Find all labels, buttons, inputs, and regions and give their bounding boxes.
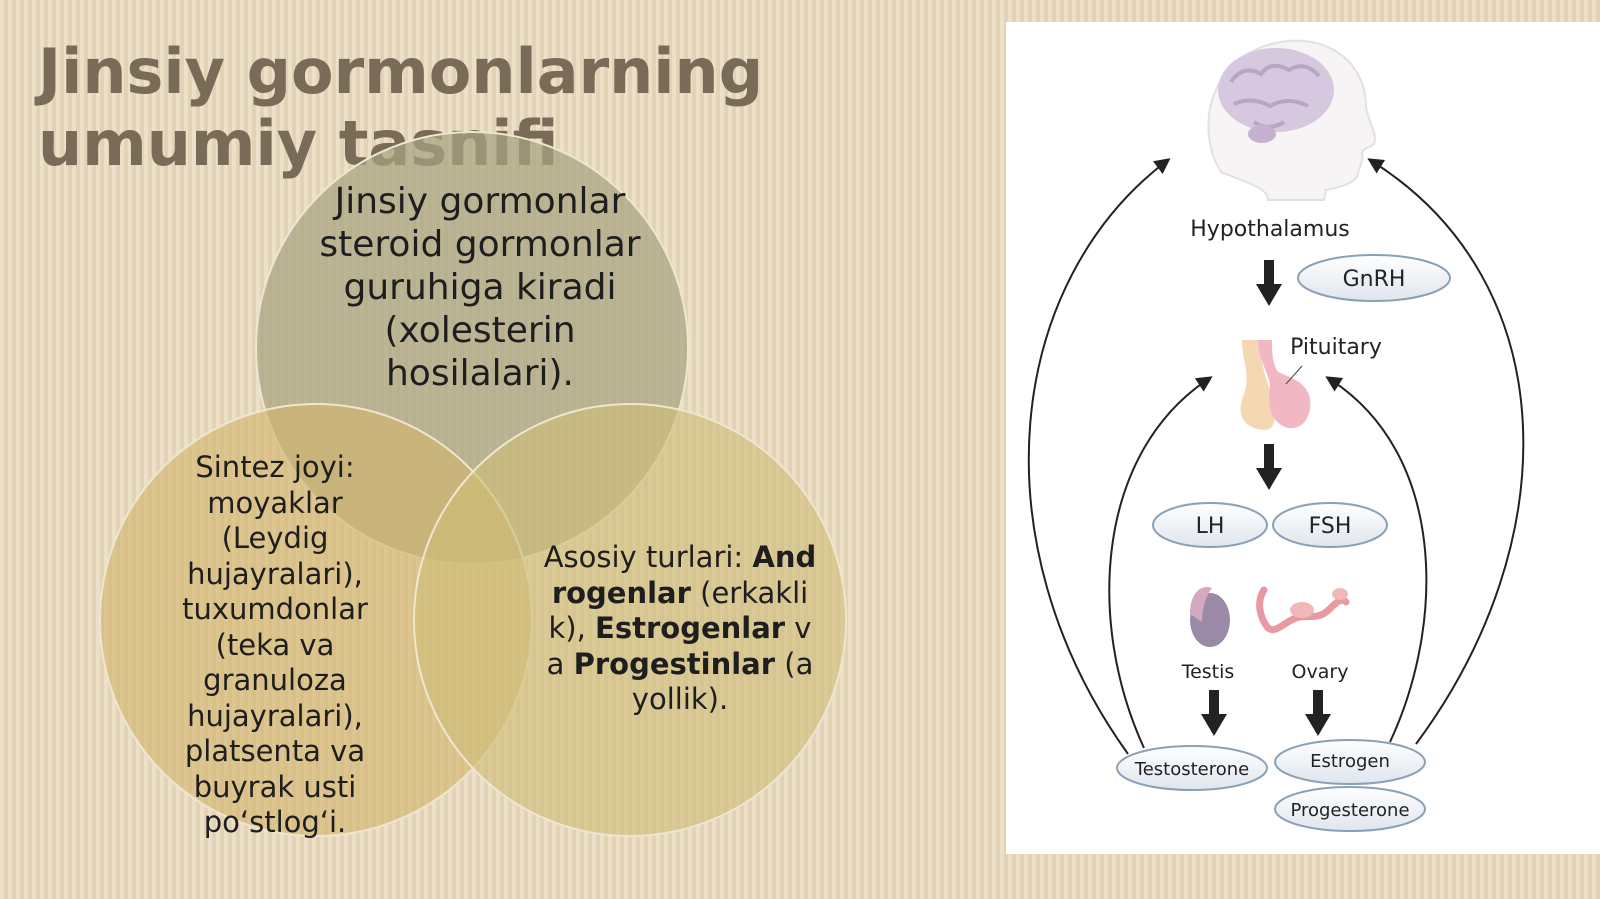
- venn-right-androgens: Androgenlar: [551, 540, 817, 610]
- down-arrow-icon: [1201, 690, 1227, 736]
- lh-label: LH: [1196, 514, 1225, 539]
- venn-circle-right: [413, 403, 847, 837]
- hormone-axis-panel: Hypothalamus GnRH Pituitary LH FSH: [1006, 22, 1600, 854]
- pituitary-gland-icon: [1240, 340, 1311, 430]
- gnrh-oval: [1297, 254, 1451, 302]
- venn-right-prefix: Asosiy turlari:: [543, 540, 753, 574]
- estrogen-oval: [1274, 739, 1426, 785]
- hormone-axis-diagram: Hypothalamus GnRH Pituitary LH FSH: [1027, 39, 1525, 832]
- feedback-arrow-inner-right: [1325, 376, 1428, 743]
- lh-oval: [1152, 502, 1268, 548]
- progesterone-label: Progesterone: [1290, 800, 1409, 821]
- estrogen-label: Estrogen: [1310, 751, 1390, 772]
- testosterone-label: Testosterone: [1134, 759, 1249, 780]
- down-arrow-icon: [1256, 260, 1282, 306]
- gnrh-label: GnRH: [1343, 267, 1406, 292]
- fsh-oval: [1272, 502, 1388, 548]
- testosterone-oval: [1116, 745, 1268, 791]
- feedback-arrow-inner-left: [1108, 376, 1213, 749]
- feedback-arrow-outer-right: [1367, 158, 1525, 745]
- ovary-label: Ovary: [1292, 661, 1349, 683]
- ovary-icon: [1256, 586, 1350, 634]
- pituitary-label: Pituitary: [1290, 335, 1382, 360]
- venn-left-text: Sintez joyi: moyaklar (Leydig hujayralar…: [182, 450, 368, 839]
- down-arrow-icon: [1305, 690, 1331, 736]
- progesterone-oval: [1274, 786, 1426, 832]
- venn-diagram: [99, 131, 847, 837]
- venn-right-t1: (erkaklik),: [548, 575, 809, 646]
- down-arrow-icon: [1256, 444, 1282, 490]
- fsh-label: FSH: [1309, 514, 1352, 539]
- venn-top-text: Jinsiy gormonlar steroid gormonlar guruh…: [319, 181, 641, 394]
- venn-right-text: Asosiy turlari: Androgenlar (erkaklik), …: [540, 540, 820, 718]
- testis-label: Testis: [1181, 661, 1235, 683]
- venn-right-estrogens: Estrogenlar: [595, 611, 786, 645]
- venn-right-t2: va: [546, 611, 812, 681]
- venn-right-t3: (ayollik).: [631, 646, 814, 717]
- feedback-arrow-outer-left: [1027, 158, 1171, 755]
- testis-icon: [1190, 587, 1230, 647]
- hypothalamus-label: Hypothalamus: [1190, 217, 1349, 242]
- brain-icon: [1218, 48, 1334, 143]
- venn-right-progestins: Progestinlar: [573, 646, 776, 681]
